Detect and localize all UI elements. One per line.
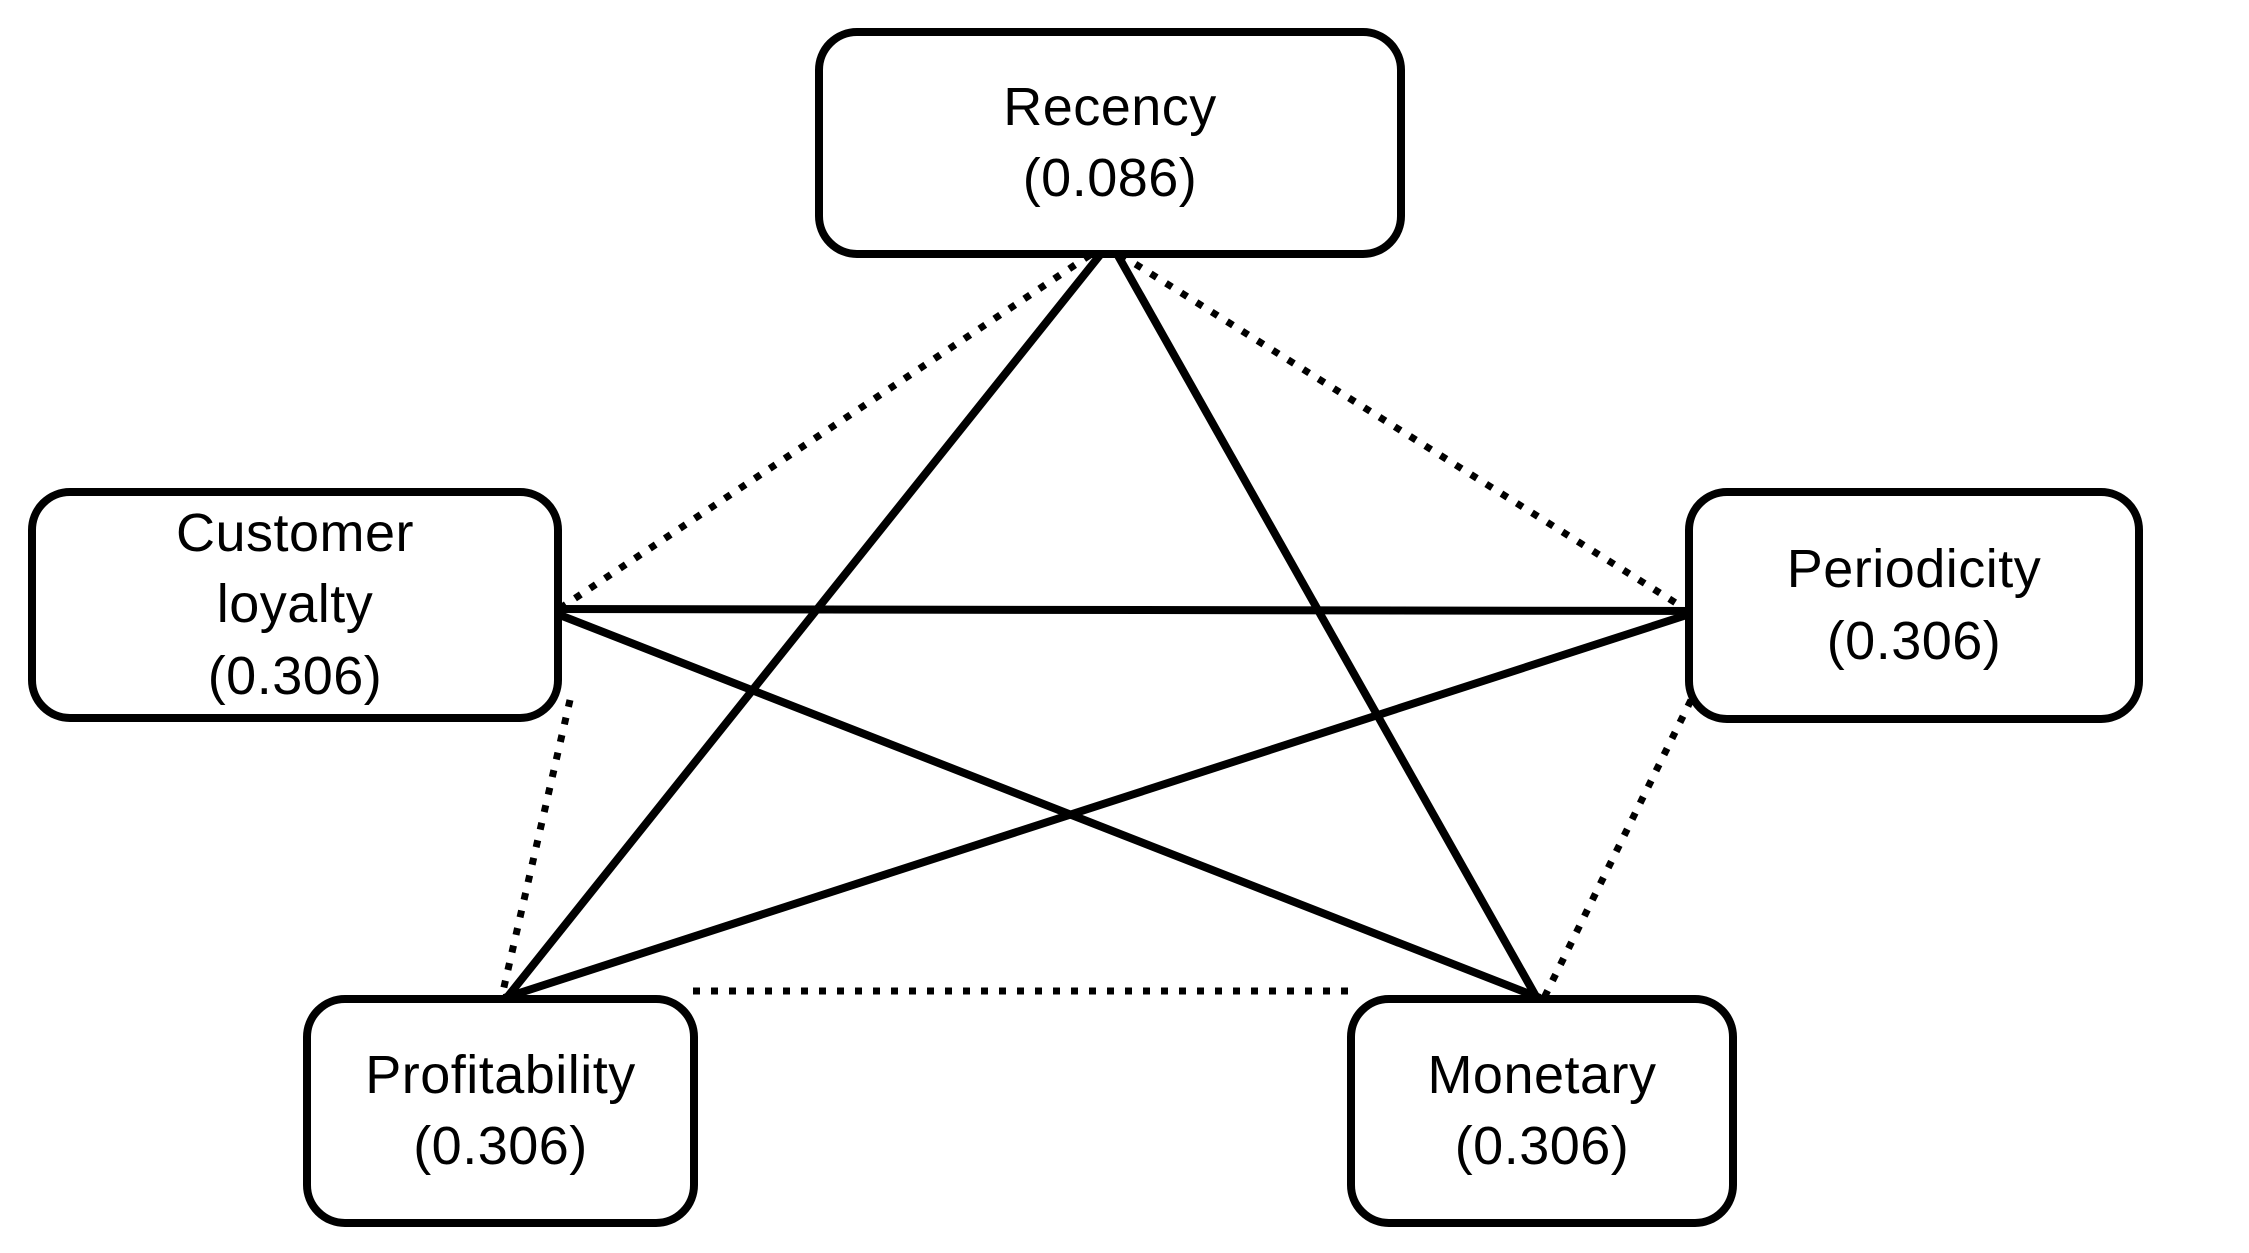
node-weight: (0.306)	[1454, 1116, 1630, 1176]
edge-periodicity-profitability	[502, 609, 1695, 1002]
edge-periodicity-monetary	[1540, 698, 1695, 1000]
node-label: Customer	[175, 503, 415, 564]
edge-customer-loyalty-periodicity	[549, 605, 1696, 615]
node-recency: Recency (0.086)	[815, 28, 1405, 258]
node-label: Profitability	[365, 1044, 636, 1105]
node-weight: (0.306)	[413, 1116, 588, 1176]
edge-recency-periodicity	[1103, 242, 1697, 618]
node-weight: (0.306)	[1826, 610, 2002, 671]
edge-customer-loyalty-profitability	[497, 699, 574, 1001]
node-monetary: Monetary (0.306)	[1347, 995, 1737, 1227]
node-weight: (0.086)	[1022, 148, 1198, 208]
node-weight: (0.306)	[207, 645, 383, 706]
node-label: loyalty	[216, 574, 374, 635]
edge-recency-customer-loyalty	[548, 242, 1107, 618]
edge-customer-loyalty-monetary	[550, 608, 1542, 1002]
node-periodicity: Periodicity (0.306)	[1685, 488, 2143, 723]
node-label: Monetary	[1427, 1044, 1657, 1105]
node-label: Periodicity	[1786, 539, 2042, 600]
node-label: Recency	[1003, 76, 1217, 137]
node-profitability: Profitability (0.306)	[303, 995, 698, 1227]
edge-recency-monetary	[1108, 243, 1542, 1002]
node-customer-loyalty: Customer loyalty (0.306)	[28, 488, 562, 722]
edge-recency-profitability	[501, 242, 1112, 1003]
